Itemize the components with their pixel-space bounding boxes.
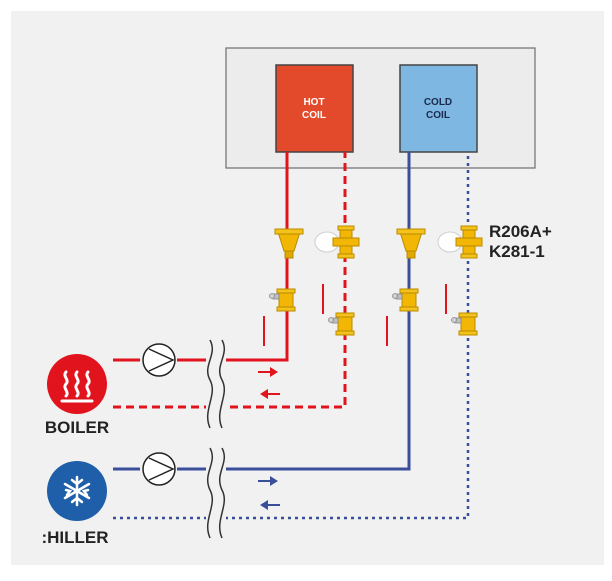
valve-model-label-line1: R206A+ [489, 222, 552, 241]
cold-supply-arrow [258, 476, 278, 486]
cold-coil-label-line1: COLD [424, 97, 452, 108]
hot-supply-arrow [258, 367, 278, 377]
cold-return-arrow [260, 500, 280, 510]
hot-coil-label-line1: HOT [303, 97, 324, 108]
cold-coil-label-line2: COIL [426, 110, 450, 121]
cold-coil [399, 64, 478, 153]
boiler-badge [47, 354, 107, 414]
hot-coil [275, 64, 354, 153]
hot-coil-label-line2: COIL [302, 110, 326, 121]
chiller-label: :HILLER [41, 528, 108, 547]
boiler-label: BOILER [45, 418, 109, 437]
chiller-badge [47, 461, 107, 521]
chiller-pump [142, 452, 176, 486]
boiler-pump [142, 343, 176, 377]
terminal-unit-housing [225, 47, 536, 169]
heat-waves-icon [60, 370, 94, 403]
valve-model-label-line2: K281-1 [489, 242, 545, 261]
pipe-break-lower [206, 447, 226, 539]
snowflake-icon [63, 475, 91, 507]
pipe-break-upper [206, 339, 226, 429]
hot-return-arrow [260, 389, 280, 399]
